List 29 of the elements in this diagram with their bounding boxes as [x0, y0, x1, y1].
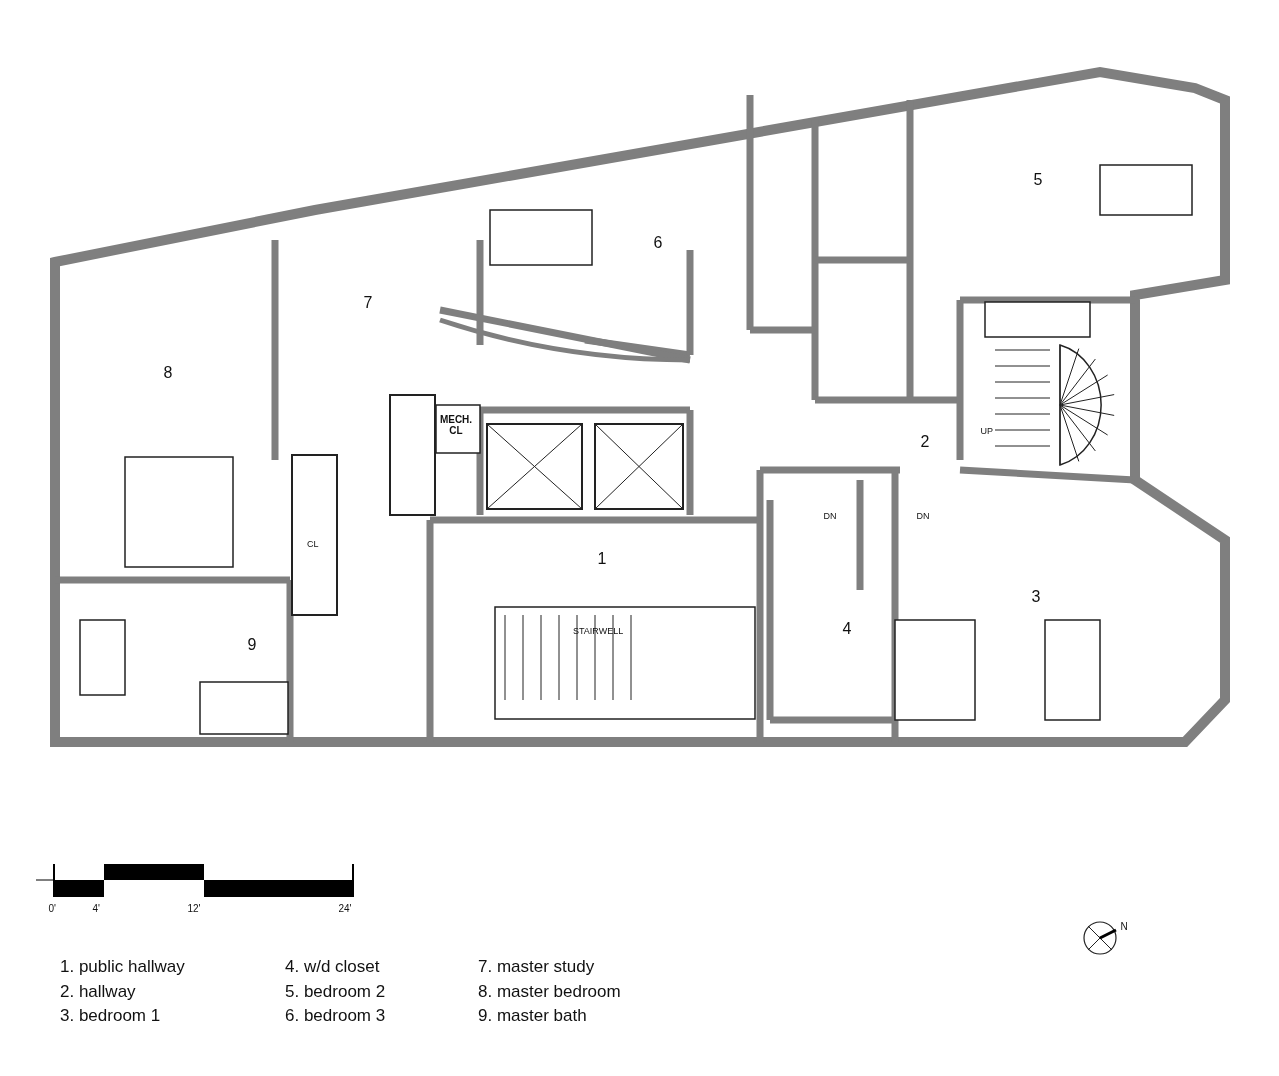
- room-number: 7: [363, 294, 373, 312]
- legend-entry: 1. public hallway: [60, 957, 185, 977]
- scale-label: 4': [92, 902, 100, 914]
- room-number: 9: [247, 636, 257, 654]
- north-label: N: [1120, 920, 1128, 932]
- room-label: CL: [307, 540, 319, 550]
- room-number: 1: [597, 550, 607, 568]
- scale-label: 24': [338, 902, 352, 914]
- legend-entry: 3. bedroom 1: [60, 1006, 161, 1026]
- room-number: 8: [163, 364, 173, 382]
- room-number: 2: [920, 433, 930, 451]
- legend-entry: 9. master bath: [478, 1006, 587, 1026]
- scale-label: 0': [48, 902, 56, 914]
- legend-entry: 2. hallway: [60, 982, 136, 1002]
- legend-entry: 5. bedroom 2: [285, 982, 386, 1002]
- room-number: 6: [653, 234, 663, 252]
- room-label: STAIRWELL: [573, 627, 624, 637]
- room-label: DN: [916, 512, 930, 522]
- legend-entry: 6. bedroom 3: [285, 1006, 386, 1026]
- room-number: 3: [1031, 588, 1041, 606]
- legend-entry: 4. w/d closet: [285, 957, 380, 977]
- room-label: DN: [823, 512, 837, 522]
- room-label: UP: [980, 427, 993, 437]
- legend-entry: 8. master bedroom: [478, 982, 621, 1002]
- room-number: 4: [842, 620, 852, 638]
- legend-entry: 7. master study: [478, 957, 595, 977]
- room-number: 5: [1033, 171, 1043, 189]
- scale-label: 12': [187, 902, 201, 914]
- room-label: MECH. CL: [438, 414, 474, 436]
